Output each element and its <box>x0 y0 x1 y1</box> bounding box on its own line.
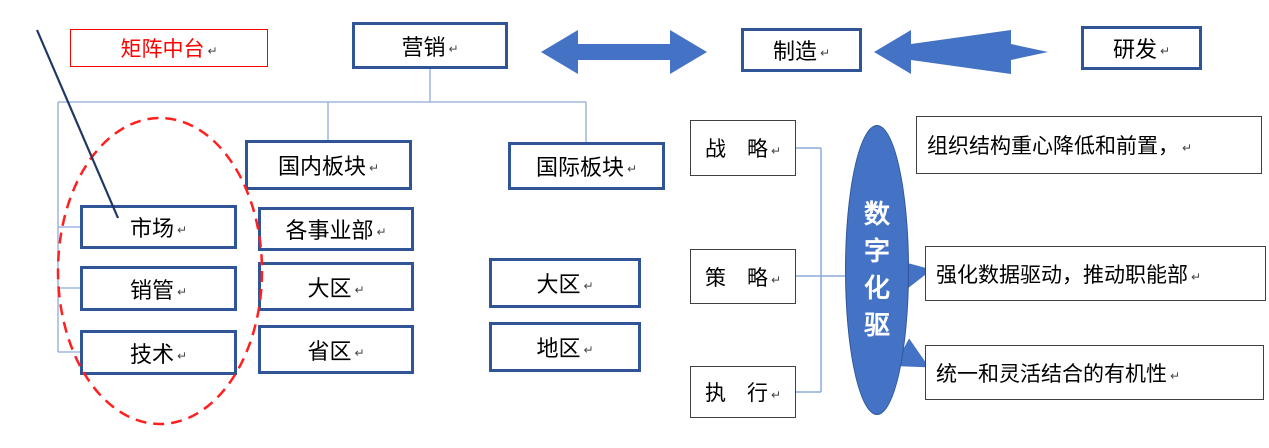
paragraph-mark: ↵ <box>176 223 188 237</box>
rnd-box: 研发↵ <box>1081 26 1202 70</box>
market-box: 市场↵ <box>80 205 237 249</box>
note-box-3: 统一和灵活结合的有机性↵ <box>925 345 1264 400</box>
digital-driver-ellipse: 数 字 化 驱 <box>845 125 909 415</box>
paragraph-mark: ↵ <box>354 345 365 360</box>
driver-char-2: 字 <box>863 236 890 266</box>
rnd-label: 研发 <box>1112 37 1157 62</box>
intl-region-label: 大区 <box>536 272 581 297</box>
manufacturing-box: 制造↵ <box>741 28 862 72</box>
manufacturing-label: 制造 <box>772 39 817 64</box>
matrix-callout-label: 矩阵中台 <box>120 38 205 61</box>
province-label: 省区 <box>307 338 352 364</box>
domestic-header-label: 国内板块 <box>277 154 366 179</box>
divisions-label: 各事业部 <box>285 218 374 243</box>
divisions-box: 各事业部↵ <box>258 207 414 251</box>
matrix-callout-box: 矩阵中台↵ <box>70 29 268 67</box>
domestic-region-box: 大区↵ <box>258 262 414 311</box>
domestic-header-box: 国内板块↵ <box>245 140 412 190</box>
levels-bracket <box>796 147 845 393</box>
marketing-label: 营销 <box>401 34 446 60</box>
paragraph-mark: ↵ <box>626 162 638 176</box>
note-2-text: 强化数据驱动，推动职能部 <box>936 263 1188 287</box>
strategy-label: 战 略 <box>704 138 768 161</box>
intl-header-box: 国际板块↵ <box>508 142 665 190</box>
tech-box: 技术↵ <box>80 330 237 375</box>
paragraph-mark: ↵ <box>368 161 380 175</box>
execution-box: 执 行↵ <box>690 366 796 418</box>
province-box: 省区↵ <box>258 325 414 374</box>
paragraph-mark: ↵ <box>176 284 188 299</box>
intl-region-box: 大区↵ <box>489 258 641 308</box>
marketing-box: 营销↵ <box>352 22 508 69</box>
paragraph-mark: ↵ <box>1159 44 1171 58</box>
paragraph-mark: ↵ <box>770 144 782 158</box>
note-3-text: 统一和灵活结合的有机性 <box>936 362 1167 386</box>
paragraph-mark: ↵ <box>583 279 594 293</box>
paragraph-mark: ↵ <box>1170 368 1181 383</box>
execution-label: 执 行 <box>704 382 768 405</box>
intl-header-label: 国际板块 <box>535 155 624 180</box>
paragraph-mark: ↵ <box>207 44 218 58</box>
tactics-box: 策 略↵ <box>690 249 796 304</box>
note-box-1: 组织结构重心降低和前置，↵ <box>916 116 1262 174</box>
paragraph-mark: ↵ <box>176 348 188 363</box>
strategy-box: 战 略↵ <box>690 120 796 176</box>
double-arrow-marketing-manufacturing <box>541 30 707 74</box>
driver-char-1: 数 <box>863 199 890 229</box>
paragraph-mark: ↵ <box>354 282 365 297</box>
paragraph-mark: ↵ <box>376 225 387 239</box>
paragraph-mark: ↵ <box>819 46 831 60</box>
market-label: 市场 <box>129 216 174 241</box>
tech-label: 技术 <box>129 341 174 367</box>
sales-mgmt-label: 销管 <box>129 277 174 303</box>
paragraph-mark: ↵ <box>448 41 459 56</box>
district-label: 地区 <box>536 336 581 361</box>
domestic-region-label: 大区 <box>307 275 352 301</box>
double-arrow-manufacturing-rnd <box>874 30 1048 74</box>
district-box: 地区↵ <box>489 322 641 372</box>
driver-char-4: 驱 <box>863 310 890 340</box>
paragraph-mark: ↵ <box>770 272 782 287</box>
paragraph-mark: ↵ <box>770 388 782 402</box>
paragraph-mark: ↵ <box>1182 141 1193 155</box>
note-box-2: 强化数据驱动，推动职能部↵ <box>925 246 1266 301</box>
driver-char-3: 化 <box>863 273 890 303</box>
sales-mgmt-box: 销管↵ <box>80 266 237 311</box>
paragraph-mark: ↵ <box>583 343 594 357</box>
tactics-label: 策 略 <box>704 266 768 290</box>
note-1-text: 组织结构重心降低和前置， <box>927 135 1179 158</box>
paragraph-mark: ↵ <box>1191 269 1202 284</box>
